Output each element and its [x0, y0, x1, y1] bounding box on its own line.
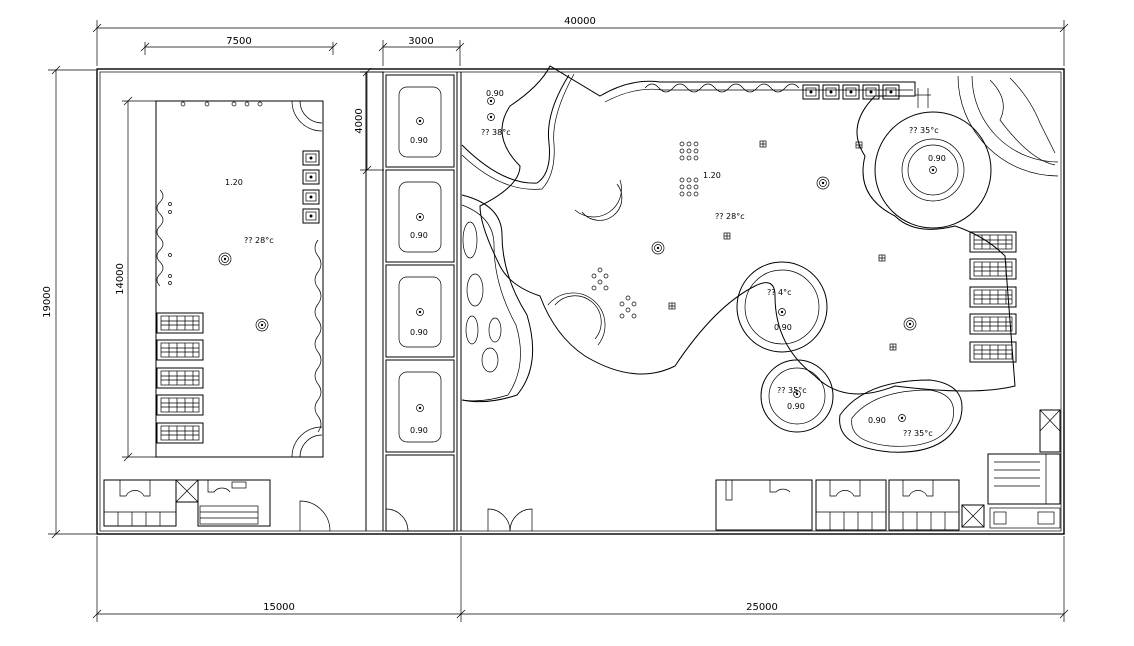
dim-inner-height: 14000	[115, 263, 126, 295]
tub1-depth: 0.90	[410, 136, 428, 145]
left-bottom-rooms	[103, 479, 409, 532]
tub4-depth: 0.90	[410, 426, 428, 435]
left-pool-temp: ?? 28°c	[244, 236, 274, 245]
round-small-temp: ?? 35°c	[777, 386, 807, 395]
dim-tub-height: 4000	[354, 108, 365, 133]
topleft-pool-depth: 0.90	[486, 89, 504, 98]
left-pool-depth: 1.20	[225, 178, 243, 187]
dim-bottom-right: 25000	[746, 602, 778, 613]
round-small-depth: 0.90	[787, 402, 805, 411]
dim-left-height: 19000	[42, 286, 53, 318]
dim-bottom-left: 15000	[263, 602, 295, 613]
round-big-temp: ?? 35°c	[909, 126, 939, 135]
tub-cubicles	[385, 74, 455, 532]
oval-pool-depth: 0.90	[868, 416, 886, 425]
dim-overall-width: 40000	[564, 16, 596, 27]
outer-walls	[96, 68, 1065, 535]
center-pool-depth: 1.20	[703, 171, 721, 180]
oval-pool-temp: ?? 35°c	[903, 429, 933, 438]
left-pool	[155, 100, 324, 458]
topleft-pool-temp: ?? 38°c	[481, 128, 511, 137]
dim-upper-left: 7500	[226, 36, 251, 47]
round-mid-temp: ?? 4°c	[767, 288, 792, 297]
main-pool	[461, 65, 1059, 453]
dim-upper-mid: 3000	[408, 36, 433, 47]
tub3-depth: 0.90	[410, 328, 428, 337]
round-big-depth: 0.90	[928, 154, 946, 163]
center-pool-temp: ?? 28°c	[715, 212, 745, 221]
round-mid-depth: 0.90	[774, 323, 792, 332]
tub2-depth: 0.90	[410, 231, 428, 240]
dimension-lines	[48, 20, 1069, 622]
right-bottom-rooms	[487, 409, 1061, 532]
